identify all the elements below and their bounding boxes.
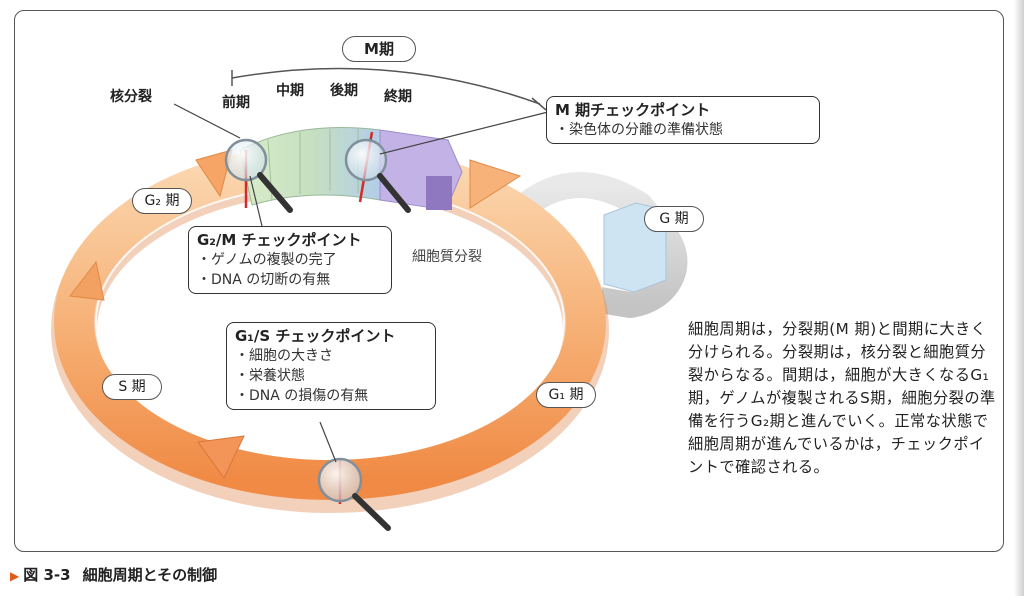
figure-number: 図 3-3 xyxy=(23,566,71,584)
ring-arrow-g1 xyxy=(469,159,522,209)
description-text: 細胞周期は，分裂期(M 期)と間期に大きく分けられる。分裂期は，核分裂と細胞質分… xyxy=(688,320,996,476)
caption-triangle-icon: ▶ xyxy=(10,569,20,583)
m-checkpoint-box: M 期チェックポイント ・染色体の分離の準備状態 xyxy=(546,96,820,144)
s-phase-label: S 期 xyxy=(102,374,162,400)
cytokinesis-label: 細胞質分裂 xyxy=(412,249,482,265)
karyokinesis-label: 核分裂 xyxy=(110,89,152,105)
ring-arrow-left xyxy=(69,260,105,301)
g1s-checkpoint-item: ・細胞の大きさ xyxy=(235,348,333,364)
g2m-checkpoint-item: ・ゲノムの複製の完了 xyxy=(197,252,337,268)
magnifier-icon xyxy=(224,138,293,213)
page-edge-shadow xyxy=(1014,0,1024,596)
m-phase-title: M期 xyxy=(342,36,416,62)
g0-phase-label: G 期 xyxy=(644,206,704,232)
g2-phase-label: G₂ 期 xyxy=(132,188,192,214)
cytokinesis-block xyxy=(426,176,452,210)
prophase-label: 前期 xyxy=(222,95,250,111)
figure-caption-text: 細胞周期とその制御 xyxy=(82,566,218,584)
anaphase-label: 後期 xyxy=(330,83,358,99)
callout-g1s-checkpoint xyxy=(319,421,337,463)
callout-g2m-checkpoint xyxy=(249,175,263,227)
ring-arrow-s xyxy=(197,435,245,479)
g1s-checkpoint-item: ・栄養状態 xyxy=(235,368,305,384)
g2m-checkpoint-title: G₂/M チェックポイント xyxy=(197,231,362,249)
bracket-tick-right xyxy=(531,97,547,111)
callout-m-checkpoint xyxy=(379,111,549,155)
figure-caption: ▶図 3-3 細胞周期とその制御 xyxy=(10,564,217,585)
m-phase-bracket xyxy=(231,67,541,105)
metaphase-label: 中期 xyxy=(276,83,304,99)
ring-arrow-g2 xyxy=(195,149,233,198)
g1s-checkpoint-item: ・DNA の損傷の有無 xyxy=(235,388,369,404)
m-checkpoint-item: ・染色体の分離の準備状態 xyxy=(555,122,723,138)
magnifier-icon xyxy=(317,457,391,531)
g1s-checkpoint-box: G₁/S チェックポイント ・細胞の大きさ ・栄養状態 ・DNA の損傷の有無 xyxy=(226,322,436,410)
callout-karyokinesis xyxy=(173,103,241,139)
m-checkpoint-title: M 期チェックポイント xyxy=(555,101,711,119)
telophase-label: 終期 xyxy=(384,89,412,105)
g1-phase-label: G₁ 期 xyxy=(536,382,596,408)
g2m-checkpoint-item: ・DNA の切断の有無 xyxy=(197,272,331,288)
magnifier-icon xyxy=(344,138,411,213)
g2m-checkpoint-box: G₂/M チェックポイント ・ゲノムの複製の完了 ・DNA の切断の有無 xyxy=(188,226,392,294)
g1s-checkpoint-title: G₁/S チェックポイント xyxy=(235,327,396,345)
